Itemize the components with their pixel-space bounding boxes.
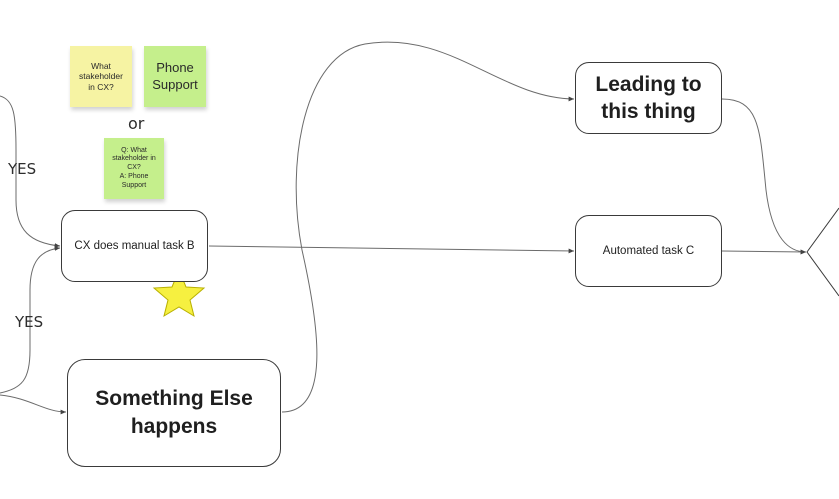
sticky-answer-text: Phone Support: [152, 60, 198, 92]
node-automated-task-c[interactable]: Automated task C: [575, 215, 722, 287]
connector-to-something-else: [0, 394, 67, 415]
connector-yes-bottom: [0, 246, 61, 394]
node-something-else[interactable]: Something Else happens: [67, 359, 281, 467]
connector-leading-to-merge: [721, 98, 807, 255]
node-manual-task-b[interactable]: CX does manual task B: [61, 210, 208, 282]
node-leading-to-this-thing[interactable]: Leading to this thing: [575, 62, 722, 134]
sticky-note-answer[interactable]: Phone Support: [144, 46, 206, 107]
connector-b-to-c: [208, 245, 575, 254]
star-icon: [152, 268, 206, 318]
or-label: or: [128, 114, 145, 133]
sticky-note-question[interactable]: What stakeholder in CX?: [70, 46, 132, 107]
node-leading-label: Leading to this thing: [595, 72, 702, 123]
connector-else-to-leading: [281, 41, 575, 413]
connector-c-to-merge: [721, 249, 807, 255]
decision-diamond[interactable]: [806, 207, 839, 297]
sticky-note-qa[interactable]: Q: What stakeholder in CX? A: Phone Supp…: [104, 138, 164, 199]
yes-label-bottom: YES: [15, 313, 44, 331]
sticky-qa-text: Q: What stakeholder in CX? A: Phone Supp…: [112, 146, 156, 189]
node-something-else-label: Something Else happens: [95, 386, 253, 438]
node-manual-task-b-label: CX does manual task B: [74, 240, 195, 252]
sticky-question-text: What stakeholder in CX?: [79, 60, 123, 92]
connector-yes-top: [0, 95, 61, 248]
node-automated-task-c-label: Automated task C: [602, 245, 695, 257]
yes-label-top: YES: [8, 160, 37, 178]
